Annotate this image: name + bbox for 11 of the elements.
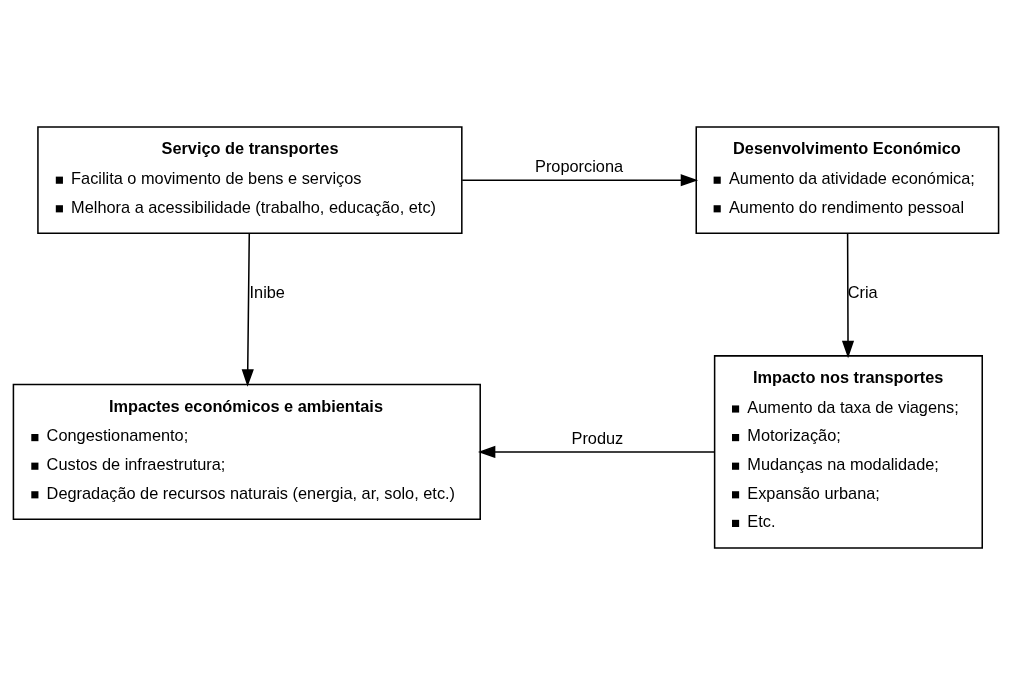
edge-label: Produz (571, 428, 623, 447)
node-box: Impacto nos transportes Aumento da taxa de viagens; Motorização; Mudanças na modalidade; Expansão urbana; Etc. (713, 355, 983, 549)
arrow (477, 445, 715, 458)
arrow (841, 232, 854, 359)
node-box: Impactes económicos e ambientais Congestionamento; Custos de infraestrutura; Degradação de recursos naturais (energia, ar, solo, etc.) (12, 383, 481, 521)
node-box: Serviço de transportes Facilita o movimento de bens e serviços Melhora a acessibilidade (trabalho, educação, etc) (36, 126, 463, 235)
arrow (460, 174, 698, 187)
edge-label: Inibe (249, 283, 285, 302)
edge-label: Proporciona (534, 156, 623, 175)
arrow (241, 232, 254, 387)
node-box: Desenvolvimento Económico Aumento da atividade económica; Aumento do rendimento pessoal (694, 126, 999, 235)
